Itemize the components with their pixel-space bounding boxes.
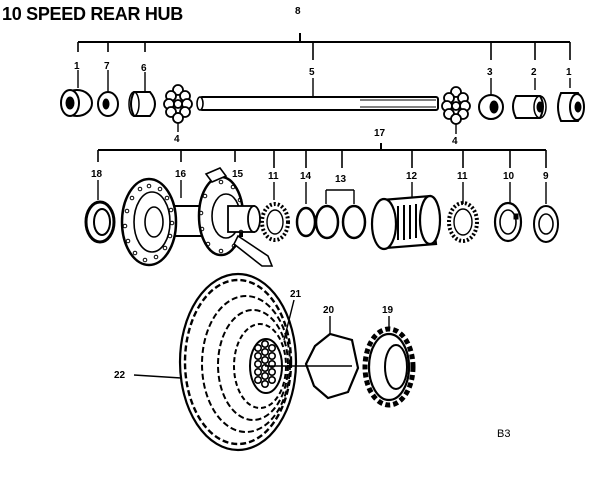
callout-4-left: 4	[174, 134, 180, 145]
part-18-dust-cap	[84, 200, 116, 244]
callout-21: 21	[290, 289, 302, 300]
callout-8: 8	[295, 6, 301, 17]
part-20-spacer-plate	[265, 332, 360, 400]
callout-9: 9	[543, 171, 549, 182]
part-2-spacer	[512, 95, 547, 119]
part-14-ring	[295, 206, 317, 238]
leader-lines-row3	[133, 299, 390, 379]
callout-7: 7	[104, 61, 110, 72]
callout-10: 10	[503, 171, 515, 182]
callout-17: 17	[374, 128, 386, 139]
callout-3: 3	[487, 67, 493, 78]
part-4-bearings-left	[163, 84, 193, 124]
callout-22: 22	[114, 370, 126, 381]
callout-14: 14	[300, 171, 312, 182]
callout-11-left: 11	[268, 171, 279, 182]
callout-13: 13	[335, 174, 347, 185]
part-10-cone-nut	[493, 201, 523, 243]
part-13-rings	[314, 204, 367, 240]
part-7-washer	[97, 91, 119, 117]
bracket-13	[325, 189, 355, 204]
callout-labels: 1 7 6 4 8 5 3 2 1 4 17 18 16 15 11 14 13…	[74, 6, 572, 440]
bracket-8	[77, 33, 571, 60]
part-15-flange	[197, 167, 274, 267]
callout-12: 12	[406, 171, 418, 182]
part-3-cone	[478, 94, 504, 120]
part-9-washer	[533, 205, 559, 243]
bracket-17	[97, 143, 547, 168]
part-22-sprocket-cluster	[178, 272, 298, 452]
part-19-sprocket	[362, 326, 416, 408]
callout-5: 5	[309, 67, 315, 78]
part-16-hub-shell	[120, 177, 243, 267]
callout-1-left: 1	[74, 61, 80, 72]
part-1-locknut-right	[557, 92, 585, 122]
callout-4-right: 4	[452, 136, 458, 147]
callout-18: 18	[91, 169, 103, 180]
part-11-bearing-ring-right	[447, 201, 479, 243]
part-21-bearings-cluster	[254, 339, 276, 388]
diagram-title: 10 SPEED REAR HUB	[2, 4, 183, 24]
part-11-bearing-ring-left	[260, 202, 290, 242]
part-1-locknut-left	[60, 89, 93, 117]
part-12-freewheel-body	[370, 194, 442, 251]
callout-1-right: 1	[566, 67, 572, 78]
callout-6: 6	[141, 63, 147, 74]
part-4-bearings-right	[441, 86, 471, 125]
callout-19: 19	[382, 305, 394, 316]
callout-2: 2	[531, 67, 537, 78]
callout-16: 16	[175, 169, 187, 180]
diagram-code: B3	[497, 428, 510, 440]
part-5-axle	[196, 96, 439, 111]
callout-20: 20	[323, 305, 335, 316]
callout-11-right: 11	[457, 171, 468, 182]
part-6-cone	[128, 91, 156, 117]
callout-15: 15	[232, 169, 244, 180]
